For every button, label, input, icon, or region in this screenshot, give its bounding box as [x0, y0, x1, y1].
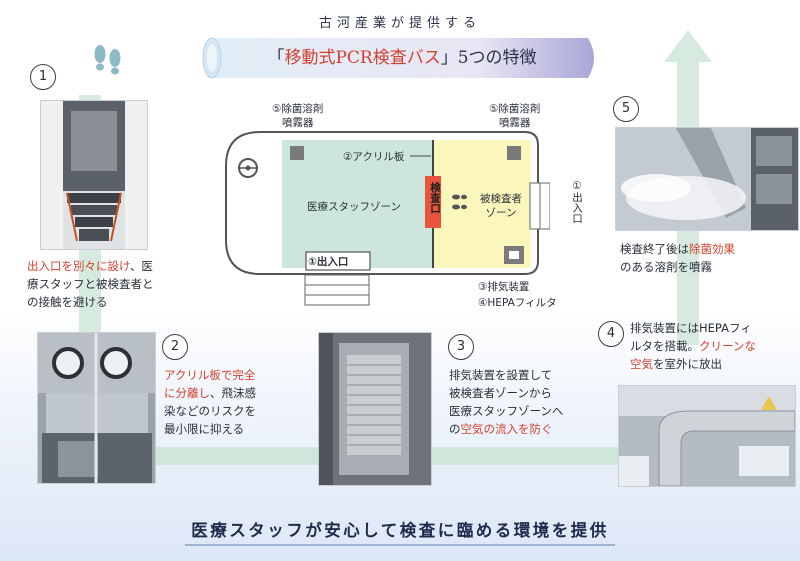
- title-red: 移動式PCR検査バス: [284, 48, 441, 68]
- feature-2-line-1-red: アクリル板で完全: [164, 368, 256, 382]
- feature-2-line-2-red: に分離し: [164, 386, 210, 400]
- feature-2-line-3: 染などのリスクを: [164, 404, 256, 418]
- feature-5-text: 検査終了後は除菌効果 のある溶剤を噴霧: [620, 240, 795, 276]
- sprayer-left-line-1: ⑤除菌溶剤: [272, 103, 324, 115]
- feature-4-line-3-rest: を室外に放出: [653, 357, 722, 371]
- footprints-icon: [94, 45, 121, 75]
- bottom-steps: [304, 274, 370, 306]
- sprayer-right-line-2: 噴霧器: [498, 117, 531, 129]
- feature-3-line-4: の空気の流入を防ぐ: [449, 420, 594, 438]
- feature-1-line-1: 出入口を別々に設け、医: [27, 257, 187, 275]
- feature-1-line-2: 療スタッフと被検査者と: [27, 277, 154, 291]
- feature-2-number: 2: [162, 334, 188, 360]
- title-suffix: 5つの特徴: [457, 48, 537, 68]
- feature-1-line-1-rest: 、医: [129, 259, 153, 273]
- staff-zone-label: 医療スタッフゾーン: [307, 201, 401, 213]
- feature-4-number: 4: [598, 321, 624, 347]
- side-entrance-label: ①出入口: [571, 180, 583, 224]
- feature-5-line-2: のある溶剤を噴霧: [620, 260, 712, 274]
- feature-2-line-1: アクリル板で完全: [164, 366, 294, 384]
- title-bracket-close: 」: [440, 48, 458, 68]
- feature-4-text: 排気装置にはHEPAフィ ルタを搭載。クリーンな 空気を室外に放出: [630, 319, 795, 373]
- feature-1-line-3: の接触を避ける: [27, 295, 108, 309]
- bottom-entrance-label: ①出入口: [308, 256, 349, 268]
- feature-5-line-1-red: 除菌効果: [689, 242, 735, 256]
- footer-tagline: 医療スタッフが安心して検査に臨める環境を提供: [191, 521, 609, 540]
- feature-1-photo: [40, 100, 148, 250]
- feature-5-line-1-start: 検査終了後は: [620, 242, 689, 256]
- feature-4-line-2: ルタを搭載。クリーンな: [630, 337, 795, 355]
- feature-4-line-2-start: ルタを搭載。: [630, 339, 699, 353]
- feature-3-line-1: 排気装置を設置して: [449, 368, 553, 382]
- examinee-zone-line-2: ゾーン: [485, 207, 517, 219]
- sprayer-right-line-1: ⑤除菌溶剤: [489, 103, 541, 115]
- feature-5-photo: [615, 127, 799, 231]
- title-banner-shape: [202, 37, 594, 79]
- feature-2-photo: [37, 332, 156, 484]
- sprayer-left-line-2: 噴霧器: [281, 117, 314, 129]
- acrylic-label: ②アクリル板: [343, 151, 405, 163]
- feature-4-line-2-red: クリーンな: [699, 339, 756, 353]
- feature-4-photo: [618, 385, 796, 487]
- feature-3-line-2: 被検査者ゾーンから: [449, 386, 552, 400]
- feature-5-line-1: 検査終了後は除菌効果: [620, 240, 795, 258]
- feature-1-text: 出入口を別々に設け、医 療スタッフと被検査者と の接触を避ける: [27, 257, 187, 311]
- feature-1-number: 1: [30, 64, 56, 90]
- sprayer-left-label: ⑤除菌溶剤 噴霧器: [272, 102, 323, 130]
- feature-3-line-4-red: 空気の流入を防ぐ: [460, 422, 553, 436]
- sprayer-right-label: ⑤除菌溶剤 噴霧器: [489, 102, 540, 130]
- hepa-label: ④HEPAフィルタ: [478, 297, 557, 309]
- feature-3-line-4-start: の: [449, 422, 461, 436]
- feature-3-line-3: 医療スタッフゾーンへ: [449, 404, 564, 418]
- feature-2-line-4: 最小限に抑える: [164, 422, 245, 436]
- feature-4-line-1: 排気装置にはHEPAフィ: [630, 321, 752, 335]
- bus-floor-plan: [225, 131, 550, 275]
- feature-2-text: アクリル板で完全 に分離し、飛沫感 染などのリスクを 最小限に抑える: [164, 366, 294, 438]
- feature-3-text: 排気装置を設置して 被検査者ゾーンから 医療スタッフゾーンへ の空気の流入を防ぐ: [449, 366, 594, 438]
- feature-2-line-2: に分離し、飛沫感: [164, 384, 294, 402]
- feature-3-number: 3: [448, 334, 474, 360]
- feature-4-line-3: 空気を室外に放出: [630, 355, 795, 373]
- examinee-zone-line-1: 被検査者: [480, 193, 522, 205]
- examinee-zone-label: 被検査者 ゾーン: [480, 192, 522, 220]
- title-bracket-open: 「: [267, 48, 285, 68]
- feature-4-line-3-red: 空気: [630, 357, 653, 371]
- feature-2-line-2-rest: 、飛沫感: [210, 386, 256, 400]
- feature-1-line-1-red: 出入口を別々に設け: [27, 259, 130, 273]
- inspection-window-label: 検査口: [429, 182, 441, 214]
- page-title: 「移動式PCR検査バス」5つの特徴: [222, 40, 582, 76]
- footer-underline: [185, 544, 615, 546]
- supertitle: 古河産業が提供する: [318, 16, 481, 31]
- exhaust-label: ③排気装置: [478, 281, 530, 293]
- feature-5-number: 5: [613, 96, 639, 122]
- feature-3-photo: [318, 332, 432, 486]
